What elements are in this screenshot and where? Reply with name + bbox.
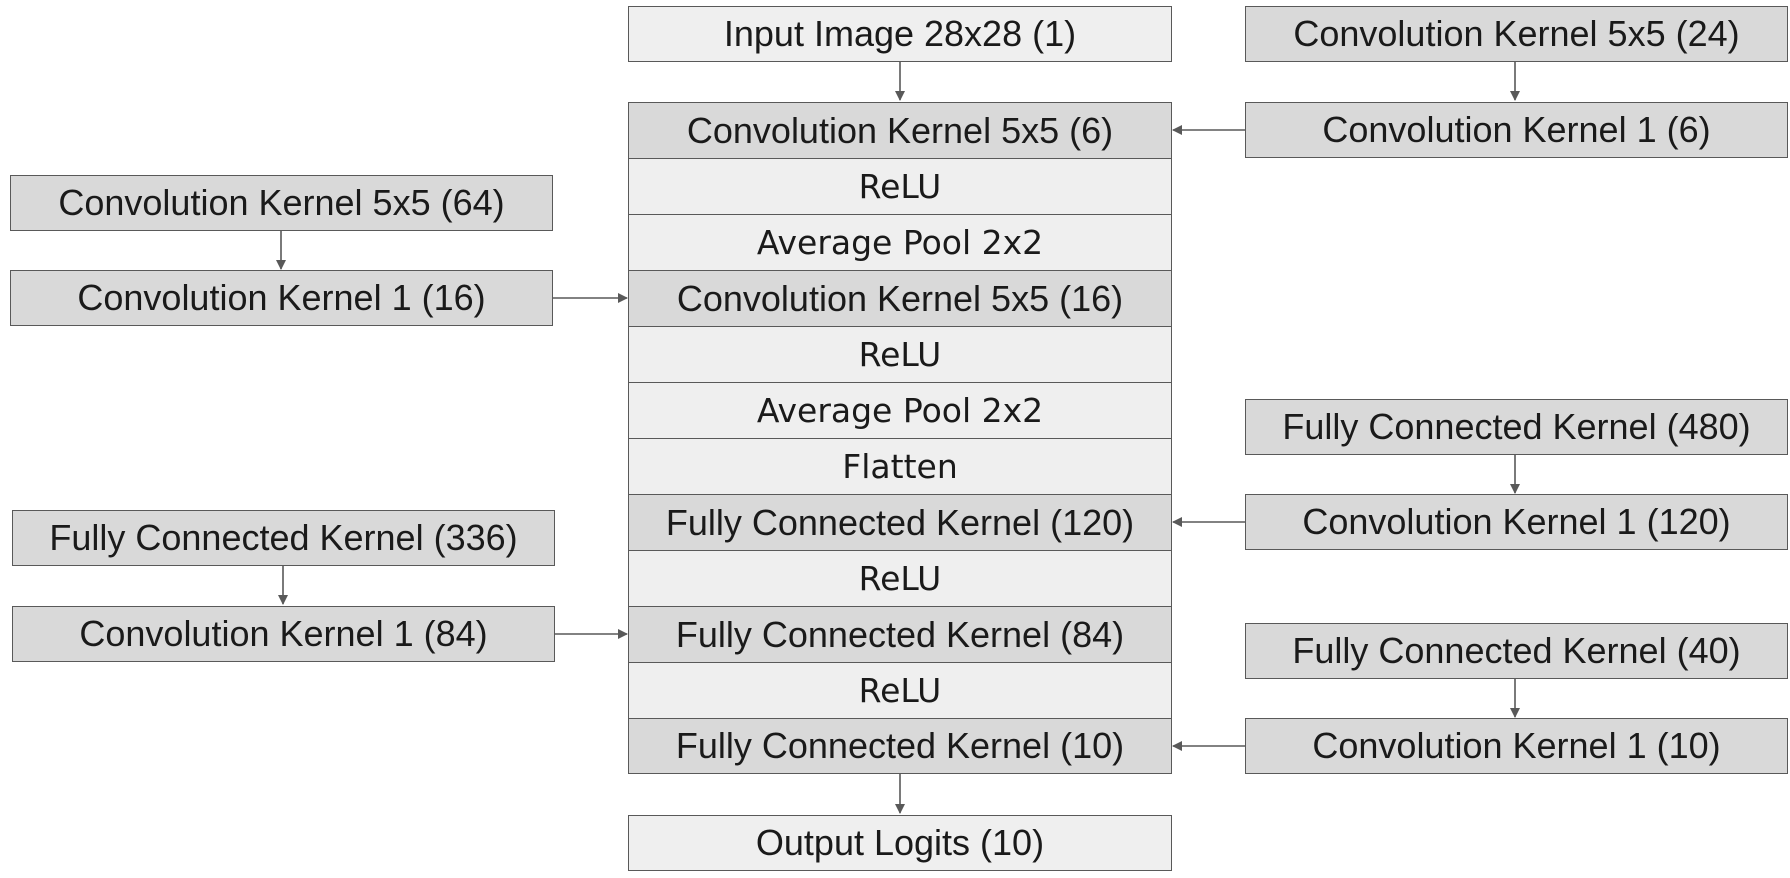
stack-layer-relu2: ReLU — [628, 326, 1172, 383]
right-kernel-1-6: Convolution Kernel 1 (6) — [1245, 102, 1788, 158]
stack-layer-pool1: Average Pool 2x2 — [628, 214, 1172, 271]
output-logits-node: Output Logits (10) — [628, 815, 1172, 871]
stack-layer-relu3: ReLU — [628, 550, 1172, 607]
stack-layer-fc120: Fully Connected Kernel (120) — [628, 494, 1172, 551]
stack-layer-fc84: Fully Connected Kernel (84) — [628, 606, 1172, 663]
stack-layer-pool2: Average Pool 2x2 — [628, 382, 1172, 439]
stack-layer-relu1: ReLU — [628, 158, 1172, 215]
right-fc-kernel-40: Fully Connected Kernel (40) — [1245, 623, 1788, 679]
input-image-node: Input Image 28x28 (1) — [628, 6, 1172, 62]
stack-layer-relu4: ReLU — [628, 662, 1172, 719]
left-kernel-1-84: Convolution Kernel 1 (84) — [12, 606, 555, 662]
stack-layer-flatten: Flatten — [628, 438, 1172, 495]
right-kernel-1-10: Convolution Kernel 1 (10) — [1245, 718, 1788, 774]
left-kernel-5x5-64: Convolution Kernel 5x5 (64) — [10, 175, 553, 231]
stack-layer-fc10: Fully Connected Kernel (10) — [628, 718, 1172, 774]
left-kernel-1-16: Convolution Kernel 1 (16) — [10, 270, 553, 326]
left-fc-kernel-336: Fully Connected Kernel (336) — [12, 510, 555, 566]
stack-layer-conv2: Convolution Kernel 5x5 (16) — [628, 270, 1172, 327]
right-kernel-5x5-24: Convolution Kernel 5x5 (24) — [1245, 6, 1788, 62]
stack-layer-conv1: Convolution Kernel 5x5 (6) — [628, 102, 1172, 159]
right-kernel-1-120: Convolution Kernel 1 (120) — [1245, 494, 1788, 550]
right-fc-kernel-480: Fully Connected Kernel (480) — [1245, 399, 1788, 455]
